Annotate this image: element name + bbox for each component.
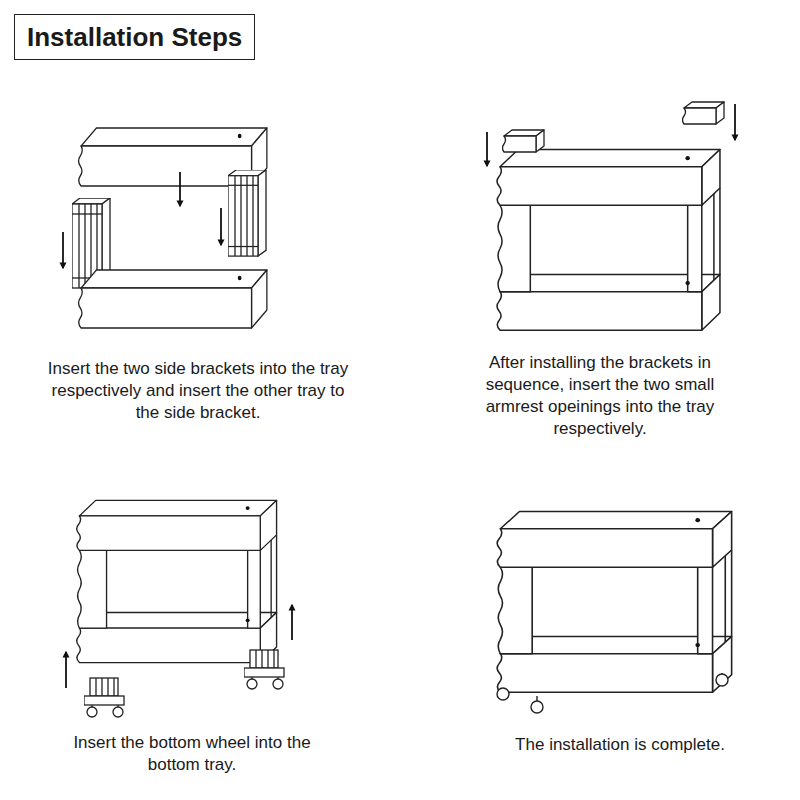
step-caption: The installation is complete. (470, 734, 770, 756)
step-caption: After installing the brackets in sequenc… (462, 352, 738, 440)
armrest-piece (503, 130, 545, 152)
wheels (497, 673, 728, 713)
arrow (65, 652, 67, 688)
tray (79, 270, 267, 328)
rack (77, 500, 277, 662)
arrow (179, 172, 181, 206)
heading: Installation Steps (14, 14, 255, 60)
arrow (291, 605, 293, 640)
wheel-part (84, 678, 124, 717)
armrest-piece (683, 102, 725, 124)
arrow (220, 208, 222, 245)
step-caption: Insert the two side brackets into the tr… (40, 358, 356, 424)
rack (497, 150, 720, 331)
wheel-part (244, 650, 284, 689)
arrow (486, 132, 488, 166)
step-caption: Insert the bottom wheel into the bottom … (52, 732, 332, 776)
arrow (62, 232, 64, 268)
arrow (734, 104, 736, 140)
rack (497, 512, 731, 693)
side-bracket (228, 170, 266, 256)
